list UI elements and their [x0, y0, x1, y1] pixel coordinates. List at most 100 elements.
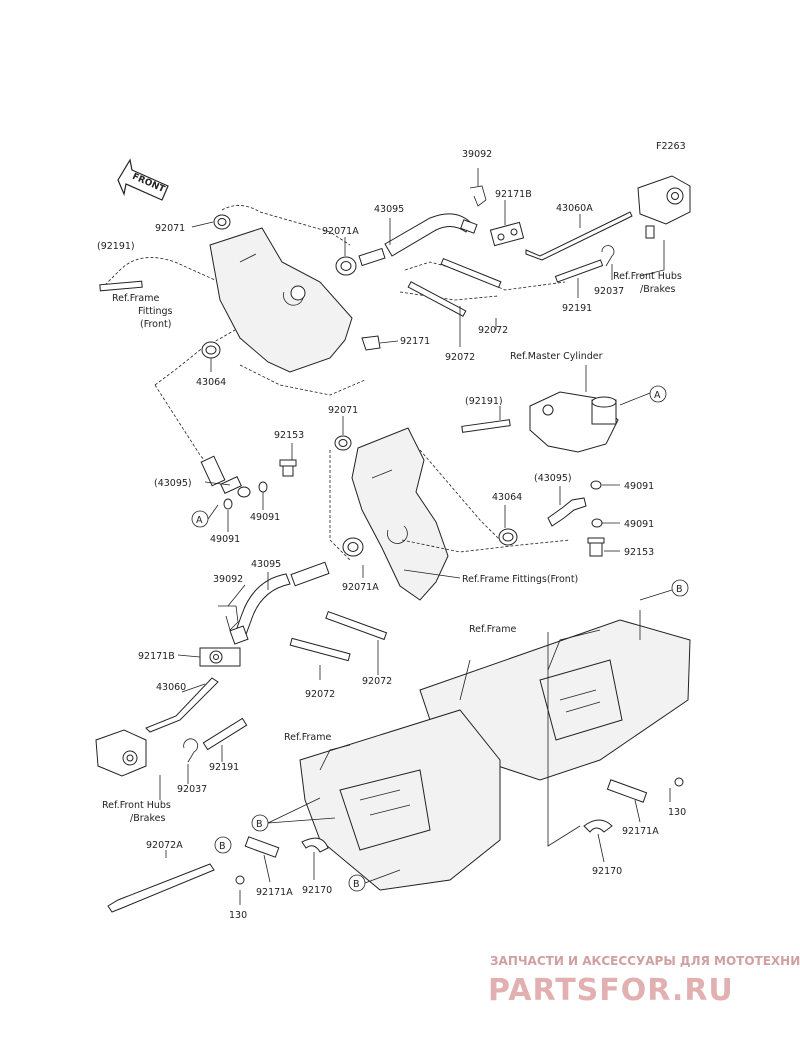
- watermark-tagline: ЗАПЧАСТИ И АКСЕССУАРЫ ДЛЯ МОТОТЕХНИКИ: [490, 954, 800, 968]
- callout-b2: B: [251, 814, 269, 832]
- label-92171A-right: 92171A: [622, 826, 659, 837]
- bolt-130-right: [674, 777, 684, 787]
- label-39092-left: 39092: [213, 574, 243, 585]
- guide-line: [419, 449, 501, 541]
- ref-front-hubs-top-line1: Ref.Front Hubs: [613, 271, 682, 282]
- label-43060A: 43060A: [556, 203, 593, 214]
- pin-92191-mid: [461, 419, 511, 433]
- label-92072-low-a: 92072: [305, 689, 335, 700]
- tie-strap-92072-low-a: [289, 637, 351, 662]
- banjo-bolt-92153-right: [587, 537, 605, 557]
- label-43064-mid: 43064: [492, 492, 522, 503]
- washer-49091-left-a: [258, 481, 268, 493]
- callout-b1: B: [671, 579, 689, 597]
- tie-strap-92072-top: [440, 257, 502, 289]
- label-39092-top: 39092: [462, 149, 492, 160]
- guide-line: [239, 364, 366, 396]
- label-92170-left: 92170: [302, 885, 332, 896]
- label-92171A-left: 92171A: [256, 887, 293, 898]
- clamp-92170-left: [301, 837, 329, 853]
- ref-frame-fittings-line2: Fittings: [138, 306, 173, 317]
- clip-39092-top: [469, 185, 487, 207]
- label-92072-top: 92072: [478, 325, 508, 336]
- label-49091-left-b: 49091: [210, 534, 240, 545]
- svg-text:B: B: [256, 819, 263, 830]
- guide-line: [154, 384, 226, 486]
- callout-b3: B: [214, 836, 232, 854]
- label-92171: 92171: [400, 336, 430, 347]
- brake-hose-43095-mid: [229, 561, 330, 645]
- front-arrow-icon: FRONT: [117, 158, 169, 201]
- clamp-92171B-top: [489, 221, 525, 247]
- label-49091-right-b: 49091: [624, 519, 654, 530]
- label-43095-left: 43095: [251, 559, 281, 570]
- pin-92191-right: [554, 259, 604, 283]
- label-92191-left: 92191: [209, 762, 239, 773]
- label-92072-low-b: 92072: [362, 676, 392, 687]
- ref-master-cylinder: Ref.Master Cylinder: [510, 351, 603, 362]
- clip-92037-top: [601, 245, 615, 267]
- tie-strap-92072A: [107, 863, 215, 913]
- watermark-logo: PARTSFOR.RU: [488, 973, 734, 1008]
- ref-frame-fittings-line1: Ref.Frame: [112, 293, 159, 304]
- front-hub-caliper-top: [637, 175, 691, 239]
- bolt-130-left: [235, 875, 245, 885]
- callout-b4: B: [348, 874, 366, 892]
- clamp-92171: [361, 335, 381, 351]
- clamp-92170-right: [583, 819, 613, 833]
- brake-hose-43095-right: [547, 497, 587, 527]
- vehicle-frame-lower: [299, 610, 691, 891]
- label-130-right: 130: [668, 807, 686, 818]
- clip-39092-left: [218, 605, 239, 631]
- label-49091-right-a: 49091: [624, 481, 654, 492]
- label-92153-right: 92153: [624, 547, 654, 558]
- brake-hose-43095-left: [200, 455, 251, 498]
- washer-49091-right-a: [590, 480, 602, 490]
- svg-text:B: B: [676, 584, 683, 595]
- label-43095-paren-left: (43095): [154, 478, 192, 489]
- label-92072-mid: 92072: [445, 352, 475, 363]
- callout-a2: A: [191, 510, 209, 528]
- label-43064-top: 43064: [196, 377, 226, 388]
- frame-bracket-upper: [209, 227, 353, 373]
- guide-line: [104, 257, 216, 286]
- label-92071A-mid: 92071A: [342, 582, 379, 593]
- label-92037-top: 92037: [594, 286, 624, 297]
- label-92191-top: 92191: [562, 303, 592, 314]
- ref-front-hubs-top-line2: /Brakes: [640, 284, 675, 295]
- label-92171B-top: 92171B: [495, 189, 532, 200]
- figure-id: F2263: [656, 141, 686, 152]
- svg-text:B: B: [219, 841, 226, 852]
- guide-line: [399, 291, 499, 301]
- ref-frame-mid: Ref.Frame: [469, 624, 516, 635]
- label-92191-paren-top: (92191): [97, 241, 135, 252]
- bracket-92171A-left: [244, 836, 280, 858]
- ref-frame-low: Ref.Frame: [284, 732, 331, 743]
- brake-hose-43095-top: [335, 213, 478, 276]
- ref-frame-fittings-line3: (Front): [140, 319, 171, 330]
- label-130-left: 130: [229, 910, 247, 921]
- label-92071-mid: 92071: [328, 405, 358, 416]
- label-92153-left: 92153: [274, 430, 304, 441]
- frame-bracket-middle: [351, 427, 449, 601]
- callout-a1: A: [649, 385, 667, 403]
- label-49091-left-a: 49091: [250, 512, 280, 523]
- banjo-bolt-92153-left: [279, 459, 297, 477]
- pin-92191-left: [202, 717, 248, 751]
- clamp-92171B-left: [199, 647, 241, 667]
- clip-92037-left: [183, 738, 198, 763]
- label-43095-top: 43095: [374, 204, 404, 215]
- tie-strap-92072-mid: [407, 281, 467, 317]
- ref-front-hubs-low-line1: Ref.Front Hubs: [102, 800, 171, 811]
- brake-pipe-43060: [145, 677, 219, 733]
- label-92191-paren-mid: (92191): [465, 396, 503, 407]
- svg-text:B: B: [353, 879, 360, 890]
- brake-pipe-43060A: [525, 211, 633, 261]
- guide-line: [154, 329, 236, 386]
- label-43095-paren-right: (43095): [534, 473, 572, 484]
- master-cylinder: [529, 391, 619, 453]
- svg-text:A: A: [196, 515, 203, 526]
- tie-strap-92072-low-b: [325, 610, 388, 641]
